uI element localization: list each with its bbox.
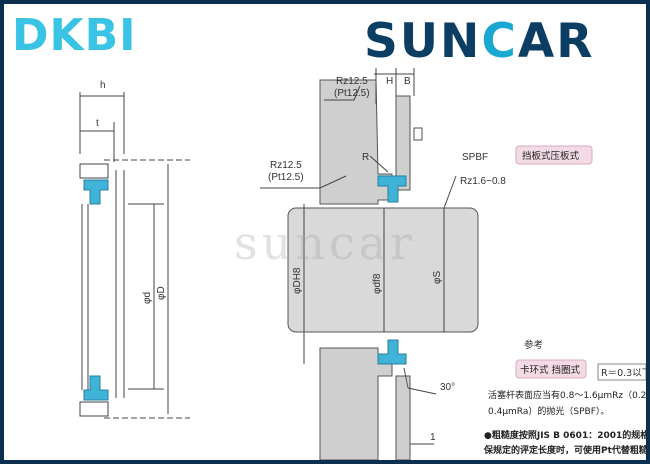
suncar-logo-part-1: SUN — [364, 14, 482, 69]
roughness-left-1: Rz12.5 — [270, 160, 302, 171]
dim-h-label: h — [100, 80, 106, 91]
top-seal-lip — [83, 179, 109, 205]
badge-top — [515, 145, 593, 165]
retainer-plate-lower — [395, 375, 411, 460]
badge-bottom-label: 卡环式 挡圈式 — [520, 364, 581, 376]
housing-lower-left — [319, 347, 393, 460]
right-dimension-lines — [260, 68, 457, 445]
roughness-top-1: Rz12.5 — [336, 76, 368, 87]
dim-DH8-label: φDH8 — [292, 267, 303, 294]
note-line-1: 活塞杆表面应当有0.8～1.6μmRz（0.2～ — [488, 391, 650, 401]
suncar-logo-part-2: C — [481, 14, 518, 69]
bolt-head — [413, 127, 423, 141]
piston-rod — [287, 207, 479, 333]
suncar-logo-part-3: AR — [517, 14, 595, 69]
dim-D-label: φD — [156, 286, 167, 300]
dim-1-label: 1 — [430, 432, 436, 443]
angle-leader — [407, 387, 437, 395]
badge-bottom — [515, 359, 587, 379]
dkbi-logo: DKBI — [12, 10, 137, 61]
suncar-logo: SUNCAR — [364, 18, 594, 65]
roughness-left-leader — [260, 175, 347, 189]
watermark: suncar — [234, 216, 417, 270]
r-note-box — [597, 363, 646, 381]
note-line-3: ●粗糙度按照JIS B 0601：2001的规格。当不能确 — [484, 431, 650, 441]
bottom-case-outline — [79, 401, 109, 417]
radius-R-label: R — [362, 152, 369, 163]
dim-t-label: t — [96, 118, 99, 129]
dim-B-label: B — [404, 76, 411, 87]
retainer-plate-upper — [395, 95, 411, 191]
spbf-leader — [443, 175, 457, 209]
top-case-outline — [79, 163, 109, 179]
spbf-roughness: Rz1.6~0.8 — [460, 176, 506, 187]
left-seal-section — [79, 92, 190, 419]
dim-H-label: H — [386, 76, 393, 87]
dim-df8-label: φdf8 — [372, 273, 383, 294]
bottom-seal-lip — [83, 375, 109, 401]
radius-R-leader — [369, 155, 389, 173]
roughness-top-leader — [324, 85, 361, 101]
ref-label: 参考 — [524, 339, 543, 351]
lower-seal-installed — [377, 339, 407, 365]
spbf-label: SPBF — [462, 152, 488, 163]
dim-S-label: φS — [432, 271, 443, 284]
note-line-4: 保规定的评定长度时，可使用Pt代替粗糙度。 — [484, 446, 650, 456]
angle-label: 30° — [440, 382, 455, 393]
right-assembly-section — [287, 79, 479, 460]
r-note: R＝0.3以下 — [601, 368, 646, 379]
upper-seal-installed — [377, 175, 407, 203]
technical-drawing: h t φd φD — [79, 68, 646, 460]
note-line-2: 0.4μmRa）的抛光（SPBF）。 — [488, 407, 610, 417]
snap-ring — [403, 367, 409, 389]
dim-d-label: φd — [142, 292, 153, 304]
roughness-left-2: (Pt12.5) — [268, 172, 304, 183]
badge-top-label: 挡板式压板式 — [522, 150, 580, 162]
roughness-top-2: (Pt12.5) — [334, 88, 370, 99]
